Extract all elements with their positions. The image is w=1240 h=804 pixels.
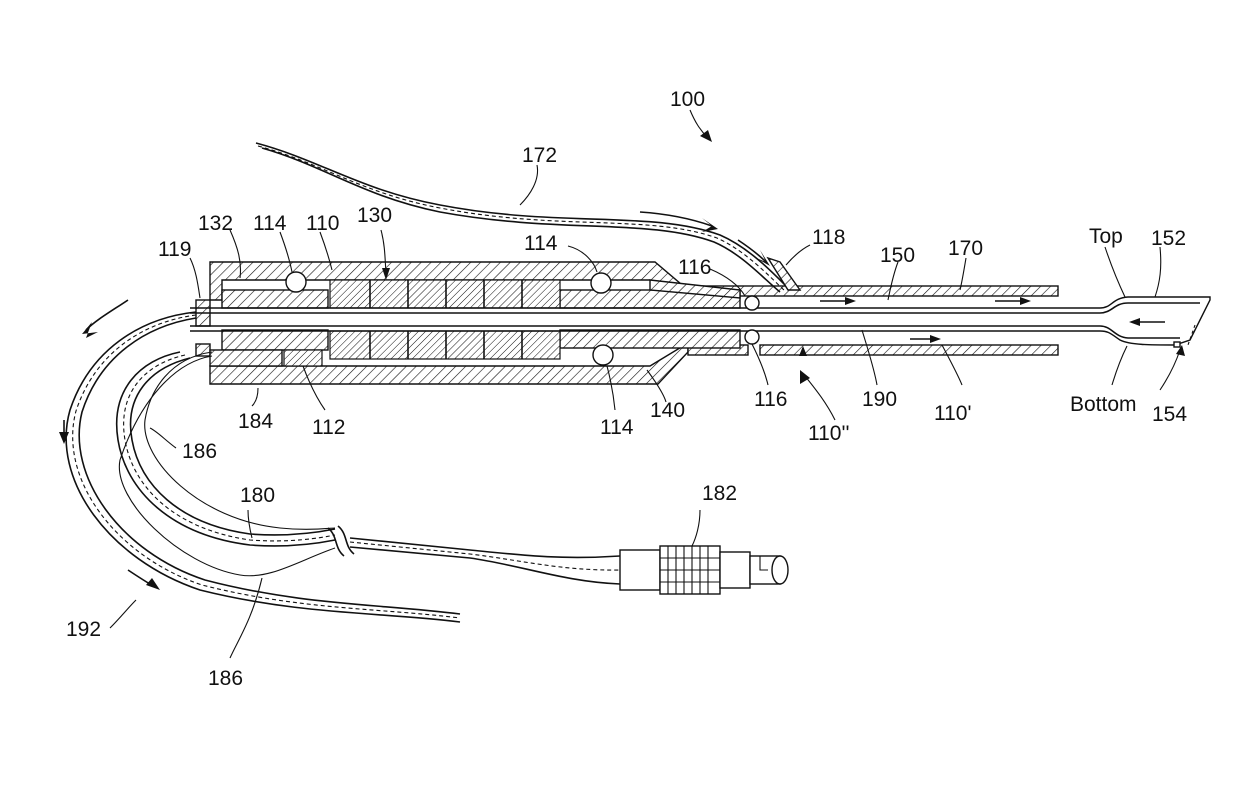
label-110-double-prime: 110'' (808, 422, 850, 445)
component-112 (284, 350, 322, 366)
seals-116 (745, 296, 759, 344)
label-116-top: 116 (678, 256, 711, 279)
central-tube-190 (190, 308, 1100, 331)
label-154: 154 (1152, 403, 1187, 426)
label-130: 130 (357, 204, 392, 227)
label-180: 180 (240, 484, 275, 507)
housing-110 (196, 262, 1058, 384)
label-152: 152 (1151, 227, 1186, 250)
label-114-bottom: 114 (600, 416, 634, 439)
component-184 (210, 350, 282, 366)
label-110-prime: 110' (934, 402, 972, 425)
label-186-top: 186 (182, 440, 217, 463)
magnet-stack-130 (330, 280, 560, 359)
label-140: 140 (650, 399, 685, 422)
label-100: 100 (670, 88, 705, 111)
label-170: 170 (948, 237, 983, 260)
connector-182 (620, 546, 788, 594)
label-190: 190 (862, 388, 897, 411)
label-112: 112 (312, 416, 345, 439)
wires-186 (119, 352, 335, 576)
label-172: 172 (522, 144, 557, 167)
label-182: 182 (702, 482, 737, 505)
label-119: 119 (158, 238, 191, 261)
label-top: Top (1089, 225, 1123, 248)
label-150: 150 (880, 244, 915, 267)
label-114-top-right: 114 (524, 232, 558, 255)
label-192: 192 (66, 618, 101, 641)
reference-labels: 100 172 118 150 170 Top 152 119 132 114 … (66, 88, 1187, 690)
label-132: 132 (198, 212, 233, 235)
label-110: 110 (306, 212, 339, 235)
label-184: 184 (238, 410, 273, 433)
label-116-bottom: 116 (754, 388, 787, 411)
label-114-top-left: 114 (253, 212, 287, 235)
cable-180 (117, 352, 620, 584)
label-186-bottom: 186 (208, 667, 243, 690)
label-118: 118 (812, 226, 845, 249)
label-bottom: Bottom (1070, 393, 1137, 416)
